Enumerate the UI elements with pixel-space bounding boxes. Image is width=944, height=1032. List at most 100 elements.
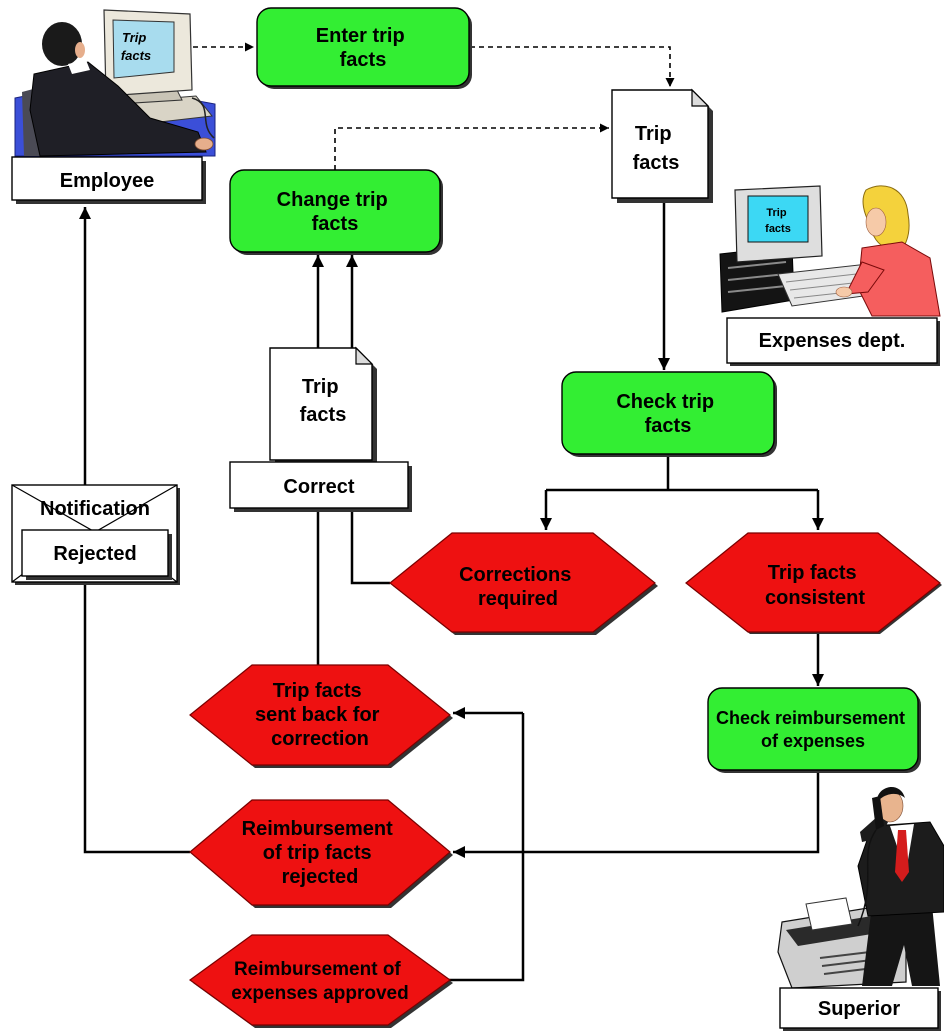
- event-corrections-required: Corrections required: [389, 532, 658, 635]
- notification-title: Notification: [40, 498, 150, 520]
- phone-cord: [857, 829, 877, 927]
- person-hair: [42, 22, 82, 66]
- function-box: [707, 687, 919, 771]
- label-line: facts: [645, 415, 692, 437]
- superior-label-box: Superior: [779, 987, 941, 1031]
- function-label: Enter trip facts: [316, 25, 410, 71]
- event-shape: [188, 934, 452, 1026]
- label-line: Trip facts: [273, 680, 362, 702]
- shirt-collar: [68, 60, 90, 74]
- label-line: Check reimbursement: [716, 708, 905, 728]
- label-line: facts: [633, 152, 680, 174]
- event-label: Reimbursement of expenses approved: [231, 959, 408, 1004]
- event-shape: [189, 664, 451, 766]
- label-line: facts: [312, 213, 359, 235]
- box: [726, 317, 938, 364]
- label-line: Trip: [302, 376, 339, 398]
- document-fold: [355, 346, 374, 365]
- label-line: of trip facts: [263, 842, 372, 864]
- screen-line: Trip: [766, 207, 786, 219]
- clerk-at-computer-icon: Trip facts: [719, 185, 941, 317]
- event-label: Reimbursement of trip facts rejected: [242, 818, 399, 888]
- monitor-screen: [747, 195, 809, 243]
- label-line: correction: [271, 728, 369, 750]
- person-ear: [75, 42, 85, 58]
- connector-bracket-approved: [448, 713, 525, 982]
- label-line: consistent: [765, 587, 865, 609]
- connectors: [79, 42, 824, 982]
- document-page: [269, 347, 373, 461]
- event-reimbursement-rejected: Reimbursement of trip facts rejected: [189, 799, 453, 908]
- screen-line: facts: [765, 223, 791, 235]
- woman-arm: [845, 261, 885, 295]
- fax-paper: [805, 897, 853, 931]
- label-line: Trip: [635, 123, 672, 145]
- document-label: Trip facts: [633, 123, 680, 174]
- document-fold: [691, 88, 710, 107]
- document-page: [611, 89, 709, 199]
- event-sent-back-for-correction: Trip facts sent back for correction: [189, 664, 453, 768]
- monitor-screen-text: Trip facts: [765, 207, 791, 235]
- monitor-screen-text: Trip facts: [121, 30, 151, 63]
- superior-label: Superior: [818, 998, 900, 1020]
- manager-on-phone-icon: [777, 786, 944, 989]
- document-trip-facts-correct: Trip facts Correct: [229, 346, 412, 512]
- telephone-handset: [872, 796, 884, 830]
- connector-rejected-to-employee: [79, 207, 190, 854]
- label-line: sent back for: [255, 704, 380, 726]
- connector-check-reimbursement-to-rejected: [453, 770, 820, 858]
- function-check-reimbursement: Check reimbursement of expenses: [707, 687, 921, 773]
- person-hand: [194, 137, 214, 151]
- document-status-correct: Correct: [283, 476, 354, 498]
- function-box: [256, 7, 470, 87]
- label-line: Check trip: [616, 391, 714, 413]
- document-trip-facts: Trip facts: [611, 88, 713, 203]
- label-line: Reimbursement of: [234, 959, 401, 980]
- envelope-icon: Notification Rejected: [11, 484, 180, 585]
- label-line: facts: [340, 49, 387, 71]
- monitor-screen: [112, 19, 175, 79]
- computer-case-slots: [727, 261, 787, 293]
- event-shape: [189, 799, 451, 906]
- woman-face: [865, 207, 887, 237]
- event-trip-facts-consistent: Trip facts consistent: [685, 532, 942, 634]
- function-label: Check trip facts: [616, 391, 719, 437]
- employee-label: Employee: [60, 170, 154, 192]
- label-line: Change trip: [277, 189, 388, 211]
- label-line: facts: [300, 404, 347, 426]
- label-line: rejected: [282, 866, 359, 888]
- function-check-trip-facts: Check trip facts: [561, 371, 777, 457]
- label-line: of expenses: [761, 731, 865, 751]
- label-line: Reimbursement: [242, 818, 393, 840]
- connector-change-trip-facts-to-document: [334, 123, 609, 170]
- label-line: expenses approved: [231, 983, 408, 1004]
- woman-hand: [835, 286, 853, 298]
- connector-check-trip-facts-split: [546, 455, 818, 492]
- man-hair: [876, 786, 905, 802]
- person-body: [29, 61, 207, 157]
- expenses-dept-label: Expenses dept.: [759, 330, 906, 352]
- notification-status: Rejected: [53, 543, 136, 565]
- screen-line: Trip: [122, 30, 146, 45]
- man-tie: [895, 830, 909, 882]
- employee-at-computer-icon: Trip facts: [14, 9, 216, 157]
- label-line: Enter trip: [316, 25, 405, 47]
- event-label: Trip facts consistent: [765, 562, 865, 609]
- function-label: Change trip facts: [277, 189, 394, 235]
- expenses-dept-label-box: Expenses dept.: [726, 317, 940, 366]
- event-label: Trip facts sent back for correction: [255, 680, 385, 750]
- event-label: Corrections required: [459, 564, 577, 610]
- event-shape: [389, 532, 656, 633]
- mouse-cord: [191, 97, 215, 139]
- screen-line: facts: [121, 48, 151, 63]
- employee-label-box: Employee: [11, 156, 206, 204]
- function-box: [229, 169, 441, 253]
- box: [779, 987, 939, 1029]
- event-shape: [685, 532, 941, 633]
- connector-enter-trip-facts-to-document: [470, 46, 675, 87]
- label-line: Corrections: [459, 564, 571, 586]
- function-label: Check reimbursement of expenses: [716, 708, 910, 751]
- box: [11, 156, 203, 201]
- function-box: [561, 371, 775, 455]
